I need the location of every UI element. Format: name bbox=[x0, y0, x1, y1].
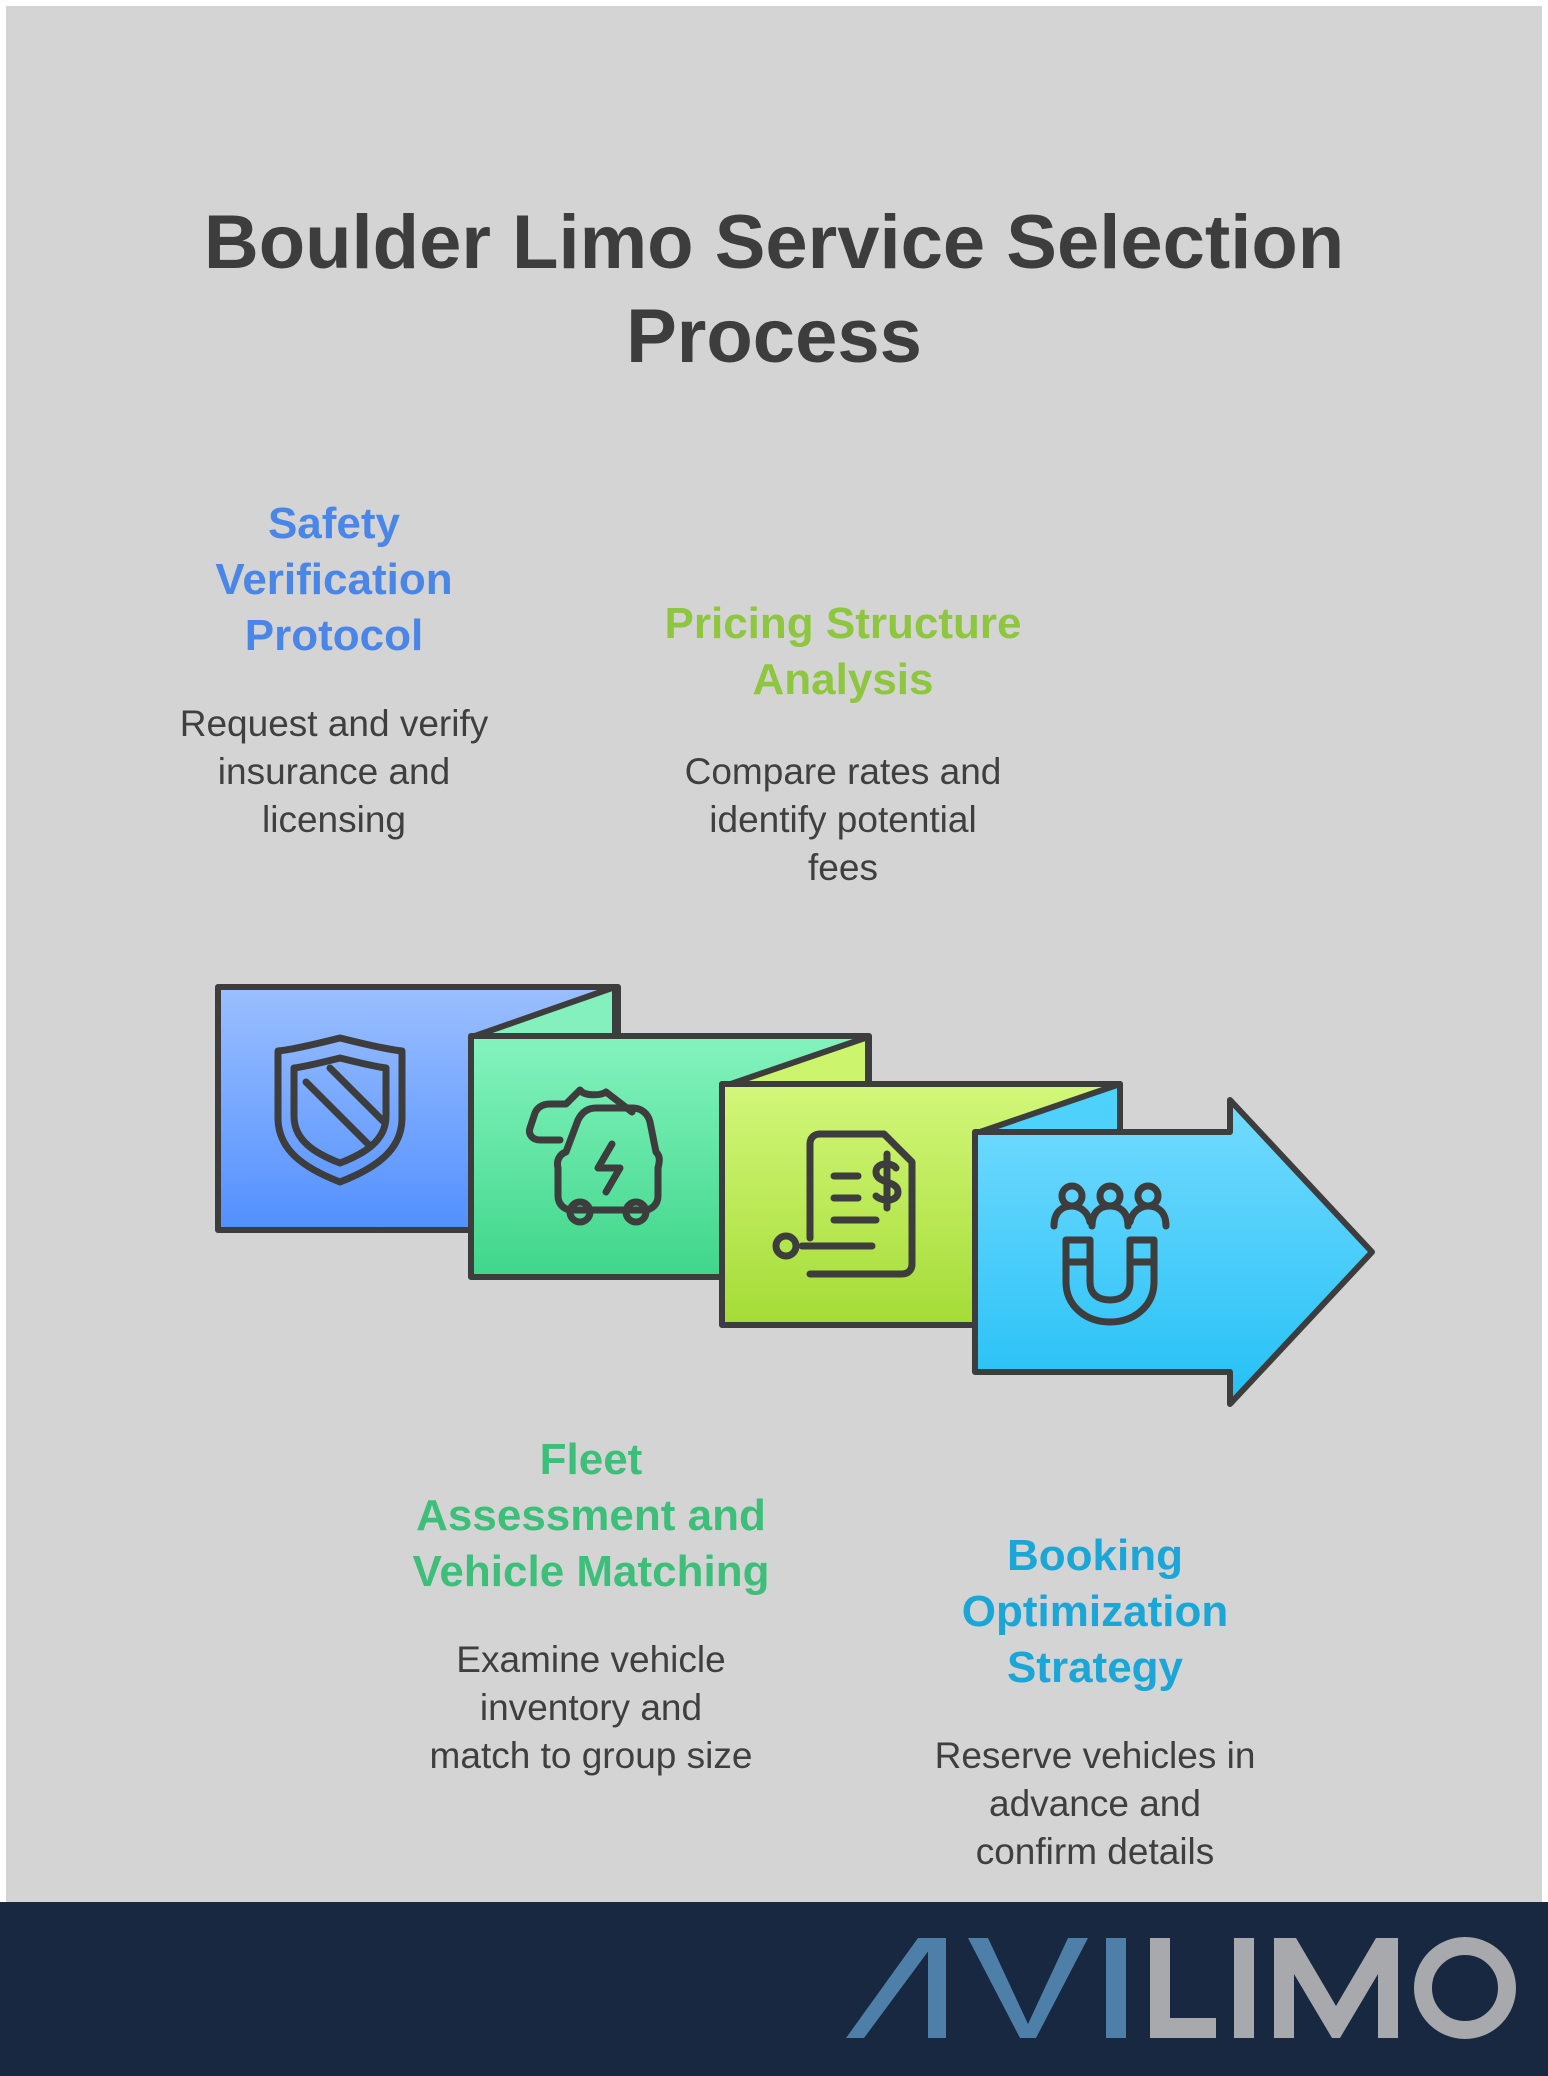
diagram-background bbox=[6, 6, 1542, 1902]
magnet-people-icon bbox=[1050, 1182, 1170, 1326]
electric-cars-icon bbox=[526, 1086, 663, 1226]
safety-step-title: Safety Verification Protocol bbox=[215, 499, 453, 660]
pricing-step-description: Compare rates and identify potential fee… bbox=[684, 751, 1002, 888]
title-line-1: Boulder Limo Service Selection bbox=[203, 200, 1345, 285]
shield-icon bbox=[274, 1034, 406, 1186]
booking-step-title: Booking Optimization Strategy bbox=[961, 1531, 1229, 1692]
fleet-step-description: Examine vehicle inventory and match to g… bbox=[429, 1639, 753, 1776]
title-line-2: Process bbox=[626, 294, 922, 379]
footer-bar bbox=[0, 1902, 1548, 2076]
logo-limo-mark bbox=[1150, 1938, 1398, 2038]
avilimo-logo bbox=[846, 1937, 1516, 2039]
logo-o-mark bbox=[1414, 1937, 1516, 2039]
booking-step-description: Reserve vehicles in advance and confirm … bbox=[934, 1735, 1256, 1872]
booking-step-arrow bbox=[972, 1097, 1375, 1407]
fleet-step-title: Fleet Assessment and Vehicle Matching bbox=[412, 1435, 770, 1596]
logo-a-mark bbox=[846, 1938, 946, 2038]
logo-v-mark bbox=[968, 1938, 1088, 2038]
logo-i-mark bbox=[1106, 1938, 1126, 2038]
pricing-step-title: Pricing Structure Analysis bbox=[664, 599, 1022, 704]
safety-step-description: Request and verify insurance and licensi… bbox=[179, 703, 489, 840]
invoice-dollar-icon bbox=[772, 1130, 916, 1278]
page-title: Boulder Limo Service Selection Process bbox=[0, 196, 1548, 384]
